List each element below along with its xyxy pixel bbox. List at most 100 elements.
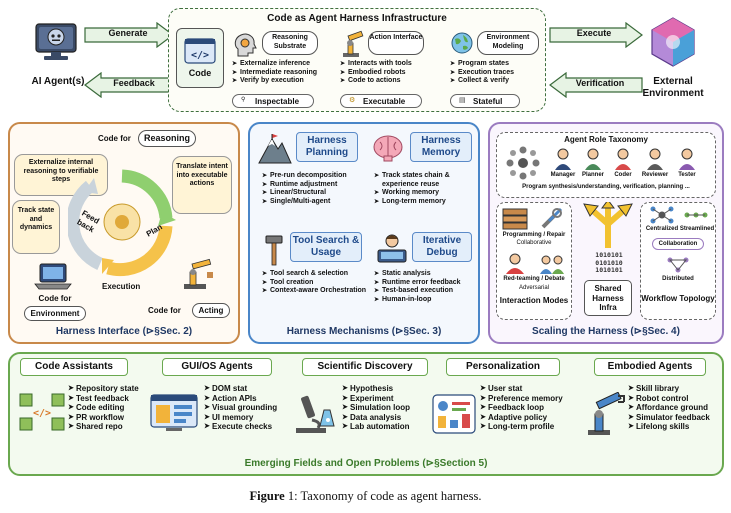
generate-arrow [83,21,175,49]
verification-label: Verification [575,78,625,88]
planning-list: Pre-run decomposition Runtime adjustment… [262,172,370,206]
database-icon: ▤ [459,96,466,104]
code-for-acting-label: Code for [148,306,181,315]
emerging-fields-footer: Emerging Fields and Open Problems (⊳§Sec… [244,458,488,469]
list-item: Test-based execution [374,287,478,296]
executable-label: Executable [363,96,406,106]
list-item: Linear/Structural [262,189,370,198]
harness-interface-footer: Harness Interface (⊳§Sec. 2) [55,326,193,337]
list-item: Long-term profile [480,422,584,432]
list-item: Adaptive policy [480,413,584,423]
list-item: Code editing [68,403,148,413]
list-item: Skill library [628,384,720,394]
team-network-icon [506,146,540,180]
list-item: DOM stat [204,384,294,394]
shared-infra-box: Shared Harness Infra [584,280,632,316]
col-environment-list: Program states Execution traces Collect … [450,60,542,86]
external-environment-label: External Environment [642,76,704,99]
feedback-label: Feedback [113,78,155,88]
binary-block: 1010101 0101010 1010101 [595,251,623,274]
field-scientific-list: Hypothesis Experiment Simulation loop Da… [342,384,438,432]
list-item: Tool creation [262,279,370,288]
globe-icon [450,31,474,55]
code-label: Code [188,68,212,78]
list-item: Visual grounding [204,403,294,413]
execute-arrow [548,21,644,49]
list-item: Embodied robots [340,69,450,78]
harness-mechanisms-footer: Harness Mechanisms (⊳§Sec. 3) [286,326,442,337]
infrastructure-title: Code as Agent Harness Infrastructure [267,13,447,24]
feedback-arrow [83,71,175,99]
role-tester: Tester [678,172,696,178]
inspectable-badge: ⚲ Inspectable [232,94,314,108]
verification-arrow [548,71,644,99]
list-item: UI memory [204,413,294,423]
debug-list: Static analysis Runtime error feedback T… [374,270,478,304]
ai-agent-label: AI Agent(s) [31,76,85,87]
centralized-icon [650,206,674,224]
field-embodied-title: Embodied Agents [594,358,706,376]
code-icon: </> [184,38,216,64]
acting-pill: Acting [192,303,230,318]
bubble-translate: Translate intent into executable actions [172,156,232,214]
list-item: Program states [450,60,542,69]
field-personalization-list: User stat Preference memory Feedback loo… [480,384,584,432]
robot-arm-icon [340,30,366,58]
interaction-modes-title: Interaction Modes [499,296,569,305]
field-personalization-title: Personalization [446,358,560,376]
split-arrows-icon [582,199,634,248]
list-item: Lifelong skills [628,422,720,432]
inspectable-label: Inspectable [255,96,300,106]
list-item: Runtime error feedback [374,279,478,288]
list-item: Single/Multi-agent [262,198,370,207]
list-item: Intermediate reasoning [232,69,342,78]
list-item: Action APIs [204,394,294,404]
list-item: Interacts with tools [340,60,450,69]
list-item: Externalize inference [232,60,342,69]
scaling-footer: Scaling the Harness (⊳§Sec. 4) [532,326,680,337]
developer-icon [376,232,408,264]
list-item: User stat [480,384,584,394]
figure-text: : Taxonomy of code as agent harness. [294,489,482,503]
list-item: Track states chain & experience reuse [374,172,478,189]
role-manager: Manager [550,172,576,178]
list-item: Execution traces [450,69,542,78]
cycle-execution-label: Execution [102,282,141,291]
list-item: Robot control [628,394,720,404]
reviewer-icon [646,148,664,170]
list-item: PR workflow [68,413,148,423]
cycle-diagram [66,168,176,278]
generate-label: Generate [108,28,148,38]
head-gear-icon [232,32,258,58]
list-item: Experiment [342,394,438,404]
list-item: Data analysis [342,413,438,423]
mode-collaborative: Collaborative [516,240,552,246]
topology-streamlined: Streamlined [679,226,715,232]
list-item: Simulation loop [342,403,438,413]
list-item: Long-term memory [374,198,478,207]
list-item: Affordance ground [628,403,720,413]
industrial-robot-icon [584,391,628,436]
list-item: Feedback loop [480,403,584,413]
manager-icon [554,148,572,170]
list-item: Pre-run decomposition [262,172,370,181]
robot-arm-small-icon [180,258,216,290]
servers-icon [502,208,528,230]
list-item: Context-aware Orchestration [262,287,370,296]
tester-icon [678,148,696,170]
topology-collaboration: Collaboration [652,238,704,250]
col-reasoning-title: Reasoning Substrate [262,31,318,55]
wrench-screwdriver-icon [540,206,564,230]
roles-caption: Program synthesis/understanding, verific… [522,184,690,190]
figure-label: Figure [249,489,285,503]
field-embodied-list: Skill library Robot control Affordance g… [628,384,720,432]
gui-window-icon [150,394,198,432]
tool-list: Tool search & selection Tool creation Co… [262,270,370,296]
ai-agent-icon [32,20,80,66]
list-item: Verify by execution [232,77,342,86]
col-action-list: Interacts with tools Embodied robots Cod… [340,60,450,86]
mountain-icon [258,134,292,164]
harness-memory-title: Harness Memory [410,132,472,162]
list-item: Human-in-loop [374,296,478,305]
reasoning-pill: Reasoning [138,130,196,147]
